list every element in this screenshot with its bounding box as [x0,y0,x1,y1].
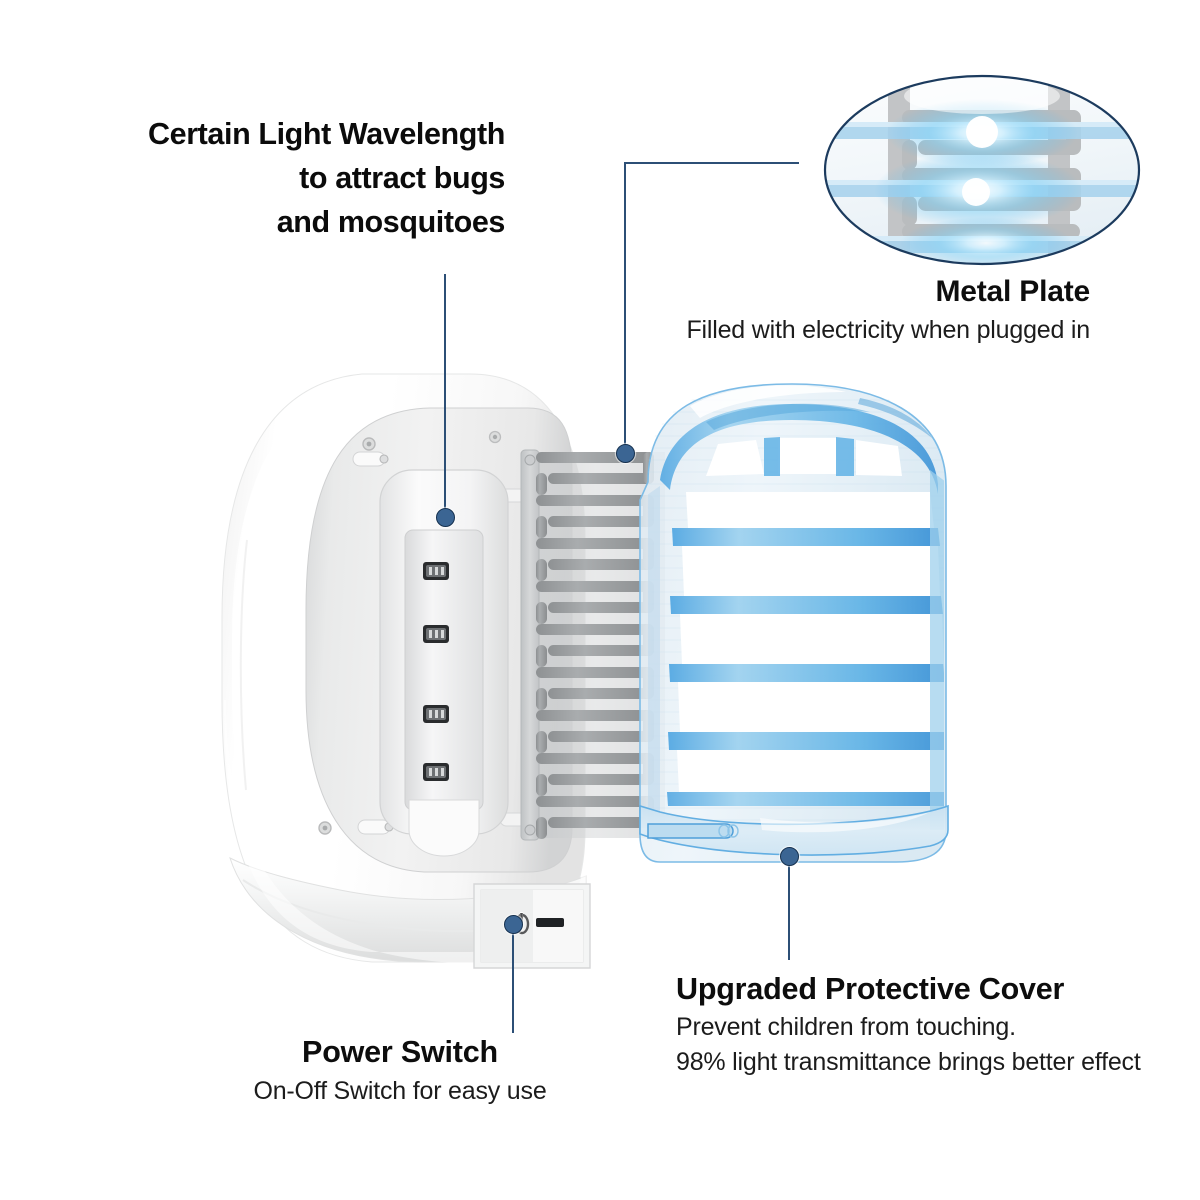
leader-line-protective-cover [788,856,790,960]
callout-metal-plate-subtitle: Filled with electricity when plugged in [686,316,1090,344]
marker-dot-metal-plate [616,444,635,463]
callout-wavelength-line-1: Certain Light Wavelength [148,117,505,151]
callout-metal-plate-title: Metal Plate [935,275,1090,308]
leader-line-wavelength [444,274,446,518]
protective-cover-art [639,383,949,863]
callout-protective-cover-subtitle-line-2: 98% light transmittance brings better ef… [676,1047,1141,1076]
marker-dot-power-switch [504,915,523,934]
callout-power-switch-title: Power Switch [302,1035,498,1069]
marker-dot-protective-cover [780,847,799,866]
callout-wavelength-line-3: and mosquitoes [276,205,506,239]
callout-metal-plate: Metal Plate Filled with electricity when… [620,272,1090,348]
callout-protective-cover-title: Upgraded Protective Cover [676,972,1065,1006]
leader-line-metal-plate-horizontal [624,162,799,164]
callout-wavelength-line-2: to attract bugs [299,161,505,195]
callout-protective-cover-subtitle-line-1: Prevent children from touching. [676,1013,1016,1041]
callout-protective-cover: Upgraded Protective Cover Prevent childr… [676,968,1186,1079]
callout-power-switch-subtitle: On-Off Switch for easy use [253,1077,547,1105]
marker-dot-wavelength [436,508,455,527]
power-switch-art [473,883,591,969]
leader-line-metal-plate-vertical [624,162,626,454]
callout-power-switch: Power Switch On-Off Switch for easy use [205,1031,595,1109]
leader-line-power-switch [512,924,514,1033]
callout-certain-light-wavelength: Certain Light Wavelength to attract bugs… [80,112,505,244]
